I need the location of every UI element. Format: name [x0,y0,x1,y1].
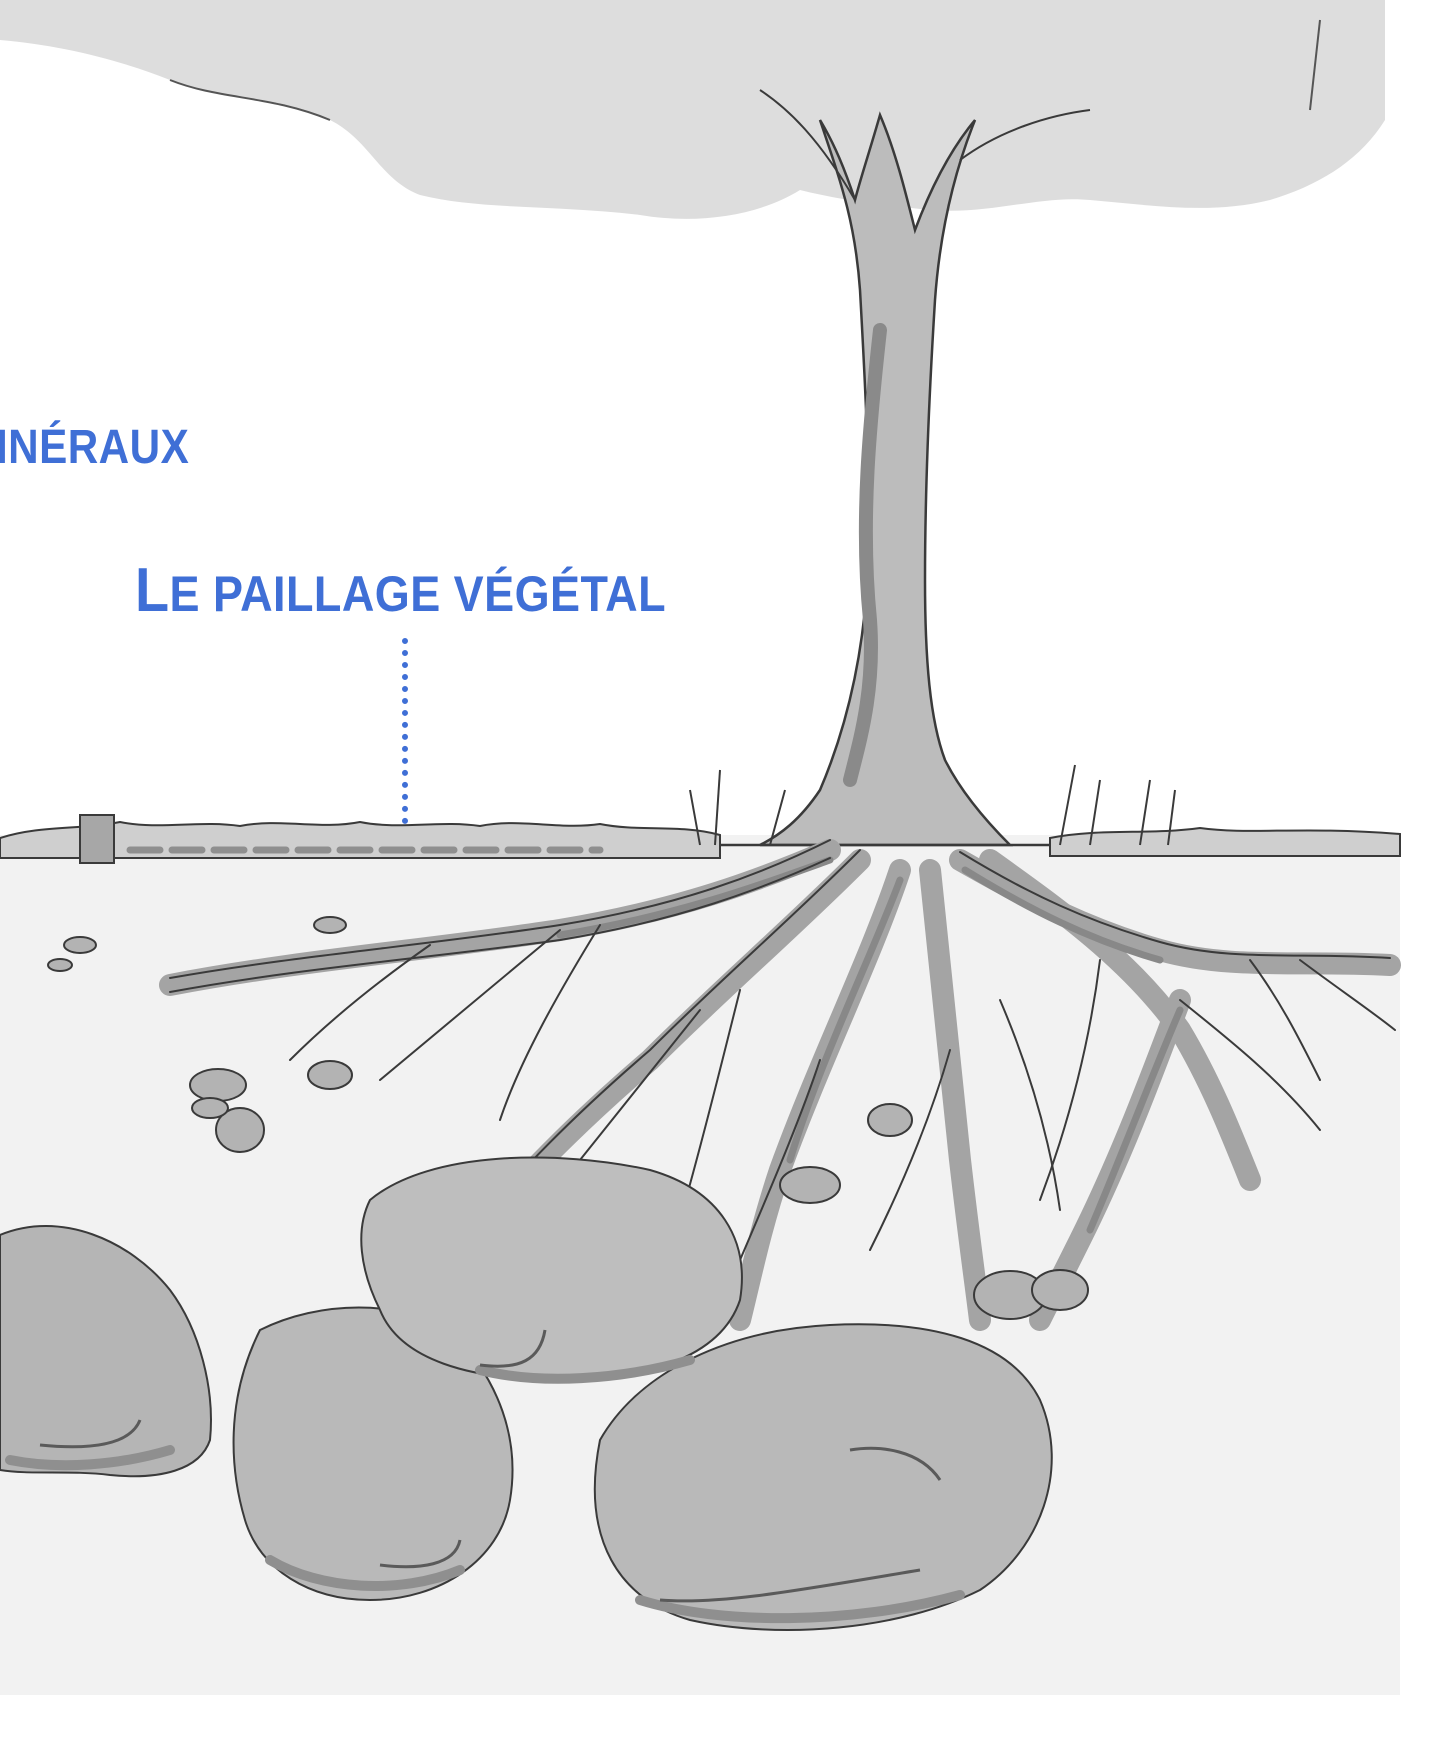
rock-middle-upper [361,1158,742,1380]
dotted-leader-line [402,638,408,824]
tree-trunk [760,115,1010,845]
label-paillage-initial: L [135,556,170,625]
mulch-right [1050,828,1400,856]
tree-canopy [0,0,1385,219]
mineral-block [80,815,114,863]
label-paillage-vegetal: LE PAILLAGE VÉGÉTAL [135,555,666,626]
right-page-edge [1400,0,1448,1754]
label-mineraux: INÉRAUX [0,420,189,475]
label-paillage-rest: E PAILLAGE VÉGÉTAL [170,566,666,622]
